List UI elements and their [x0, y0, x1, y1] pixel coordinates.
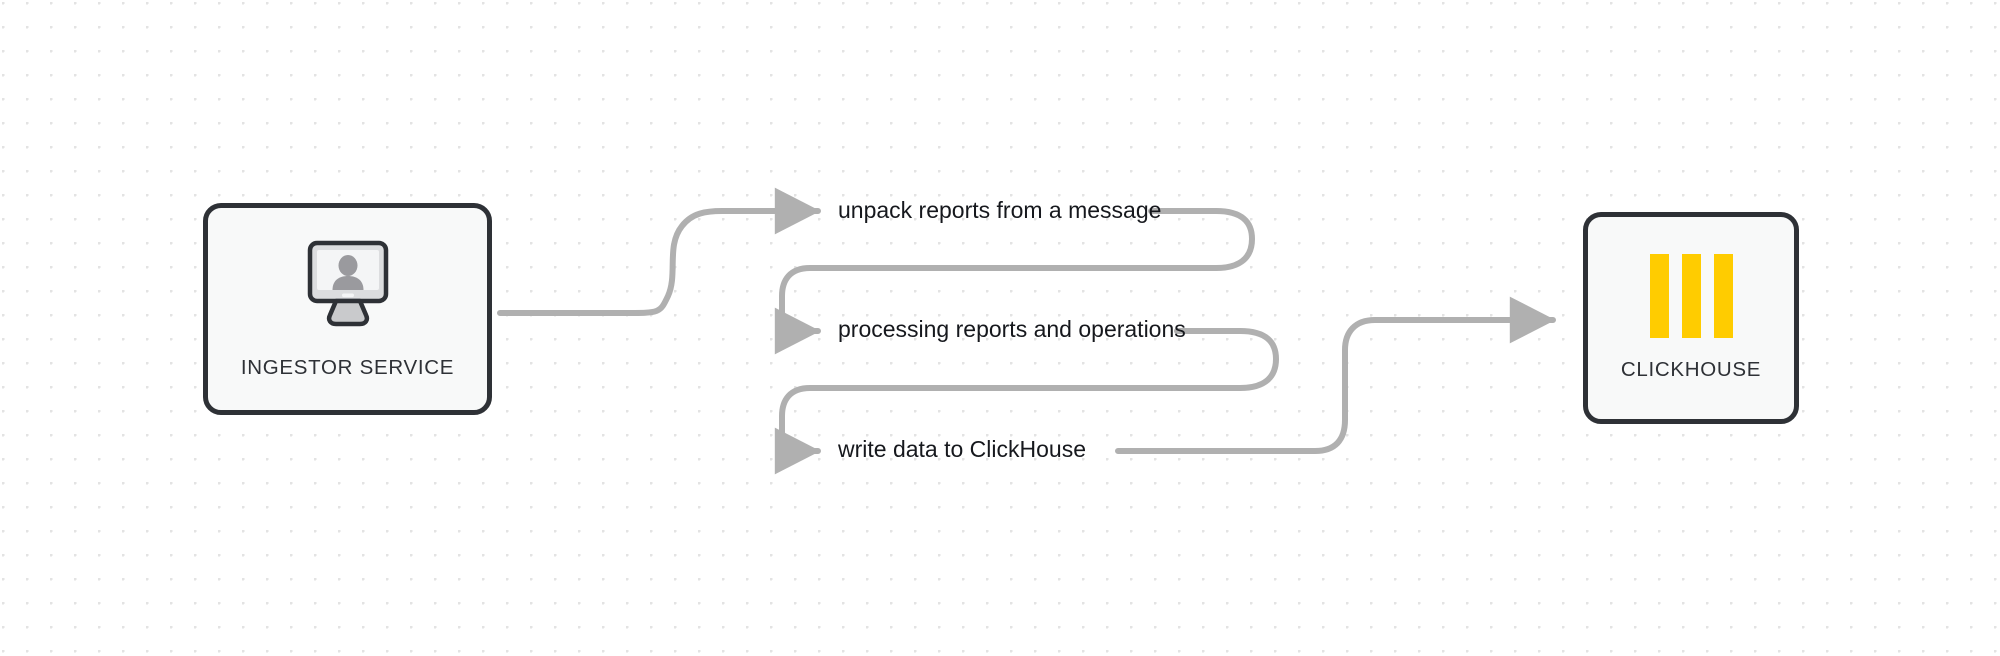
- edge-label-processing-reports: processing reports and operations: [838, 316, 1186, 342]
- clickhouse-bar-3: [1713, 254, 1733, 338]
- edge-ingestor-to-step1: [497, 187, 821, 316]
- node-ingestor-service[interactable]: INGESTOR SERVICE: [203, 203, 492, 415]
- edge-step2-to-step3: [774, 328, 1279, 475]
- node-ingestor-service-label: INGESTOR SERVICE: [240, 355, 455, 379]
- monitor-user-icon: [292, 239, 404, 340]
- edge-label-unpack-reports: unpack reports from a message: [838, 197, 1162, 223]
- clickhouse-bar-2: [1681, 254, 1701, 338]
- node-clickhouse-label: CLICKHOUSE: [1620, 358, 1762, 381]
- edge-step1-to-step2: [774, 208, 1255, 355]
- clickhouse-logo-icon: [1649, 254, 1733, 338]
- clickhouse-bar-1: [1649, 254, 1669, 338]
- node-clickhouse[interactable]: CLICKHOUSE: [1583, 212, 1799, 424]
- edge-label-write-data: write data to ClickHouse: [838, 436, 1086, 462]
